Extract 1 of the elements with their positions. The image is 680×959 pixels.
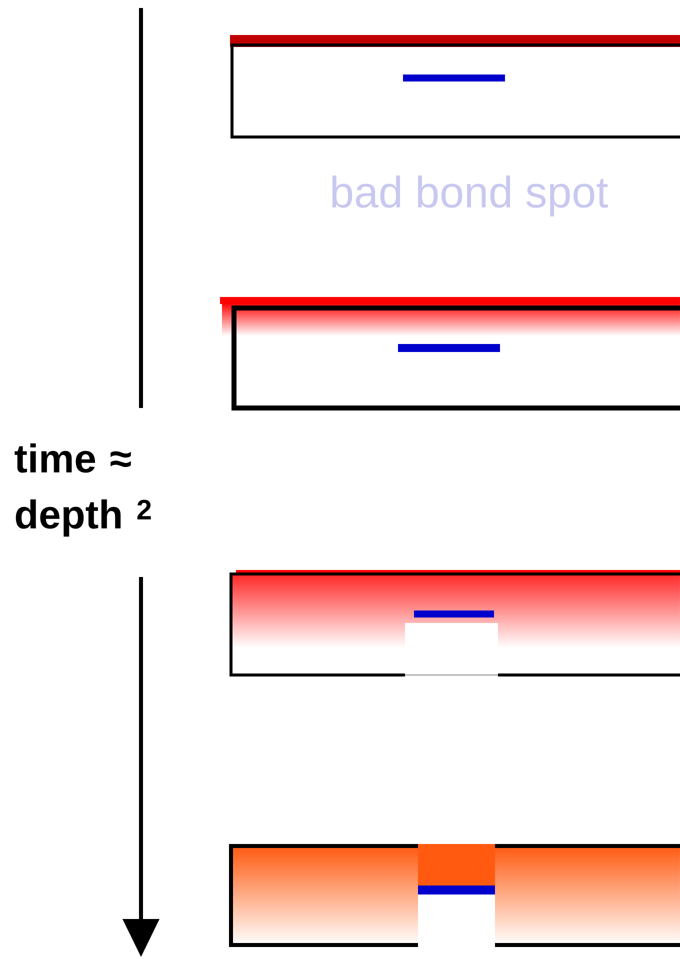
axis-label: time ≈ depth $^{2}$	[14, 443, 151, 537]
